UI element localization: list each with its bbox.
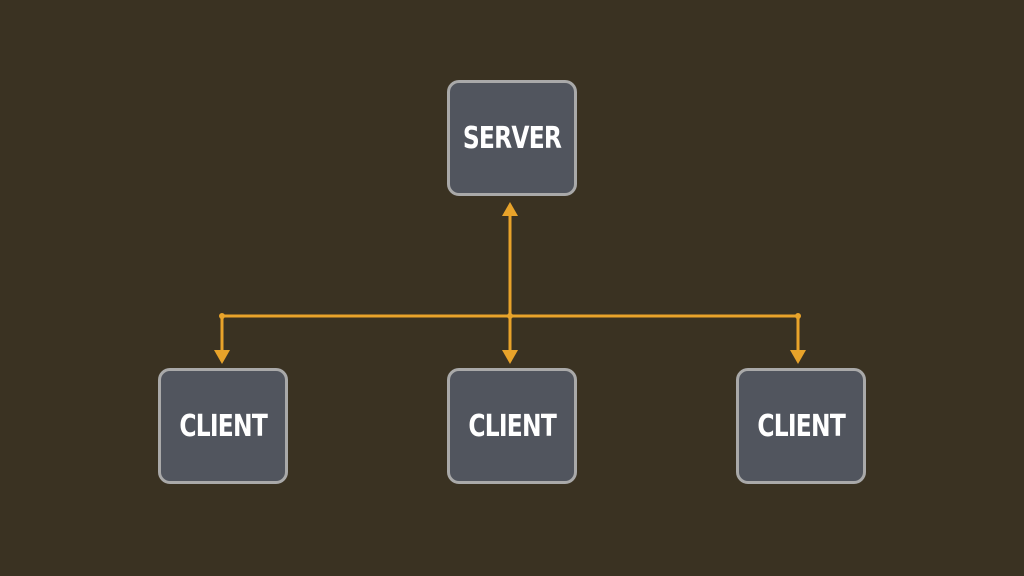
arrowhead-up-server <box>502 202 518 216</box>
junction-dot-left <box>219 313 225 319</box>
client-node-3: CLIENT <box>736 368 866 484</box>
arrowhead-down-client-3 <box>790 350 806 364</box>
client-node-label: CLIENT <box>757 408 845 444</box>
server-node: SERVER <box>447 80 577 196</box>
client-node-label: CLIENT <box>179 408 267 444</box>
arrowhead-down-client-2 <box>502 350 518 364</box>
client-node-2: CLIENT <box>447 368 577 484</box>
server-node-label: SERVER <box>462 120 562 156</box>
client-node-label: CLIENT <box>468 408 556 444</box>
client-node-1: CLIENT <box>158 368 288 484</box>
junction-dot-right <box>795 313 801 319</box>
junction-dot-center <box>507 313 513 319</box>
arrowhead-down-client-1 <box>214 350 230 364</box>
